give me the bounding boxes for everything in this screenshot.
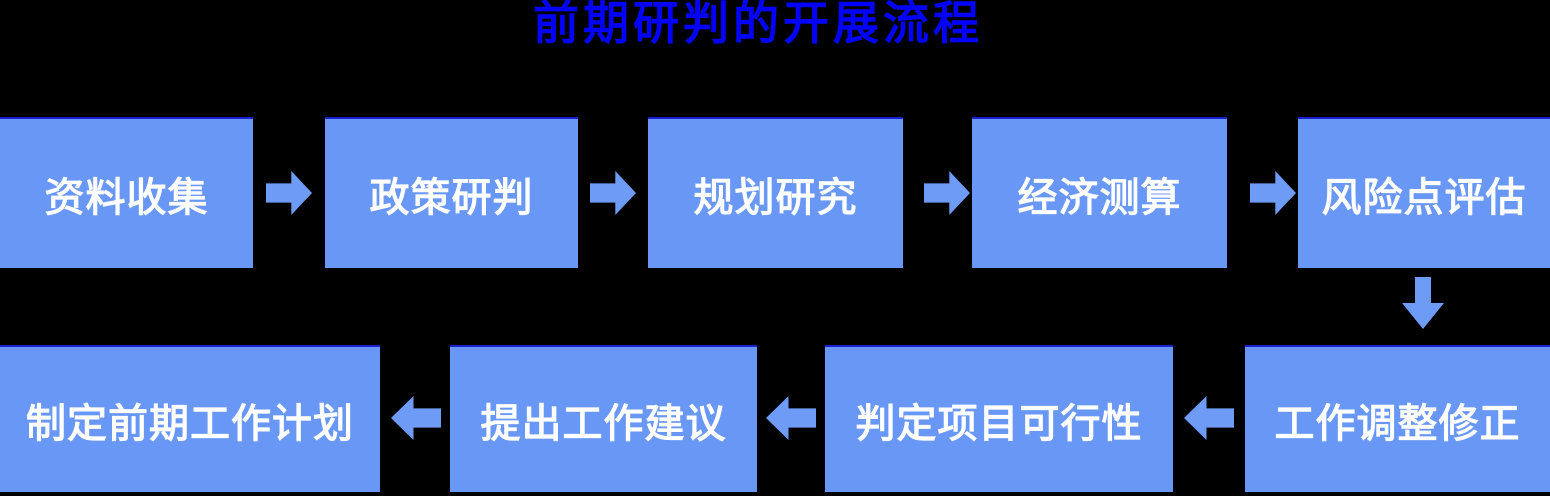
arrow-down-icon bbox=[1402, 277, 1444, 329]
arrow-right-icon bbox=[924, 171, 970, 215]
arrow-right-icon bbox=[1250, 171, 1296, 215]
step-policy-research: 政策研判 bbox=[325, 117, 578, 268]
step-label: 资料收集 bbox=[44, 175, 209, 220]
step-label: 风险点评估 bbox=[1321, 175, 1527, 220]
step-work-suggestions: 提出工作建议 bbox=[450, 345, 757, 492]
step-planning-research: 规划研究 bbox=[648, 117, 903, 268]
arrow-left-icon bbox=[1184, 396, 1234, 440]
step-label: 政策研判 bbox=[369, 175, 534, 220]
step-work-adjustment: 工作调整修正 bbox=[1245, 345, 1550, 492]
arrow-left-icon bbox=[391, 396, 441, 440]
arrow-right-icon bbox=[266, 171, 312, 215]
arrow-right-icon bbox=[590, 171, 636, 215]
step-label: 制定前期工作计划 bbox=[26, 401, 354, 446]
arrow-left-icon bbox=[766, 396, 816, 440]
step-risk-assessment: 风险点评估 bbox=[1298, 117, 1550, 268]
step-label: 工作调整修正 bbox=[1274, 401, 1521, 446]
step-label: 规划研究 bbox=[693, 175, 858, 220]
step-label: 经济测算 bbox=[1017, 175, 1182, 220]
step-label: 提出工作建议 bbox=[480, 401, 727, 446]
page-title: 前期研判的开展流程 bbox=[533, 0, 983, 49]
step-feasibility-determination: 判定项目可行性 bbox=[825, 345, 1173, 492]
step-label: 判定项目可行性 bbox=[855, 401, 1143, 446]
step-economic-calculation: 经济测算 bbox=[972, 117, 1227, 268]
step-preliminary-work-plan: 制定前期工作计划 bbox=[0, 345, 380, 492]
step-data-collection: 资料收集 bbox=[0, 117, 253, 268]
